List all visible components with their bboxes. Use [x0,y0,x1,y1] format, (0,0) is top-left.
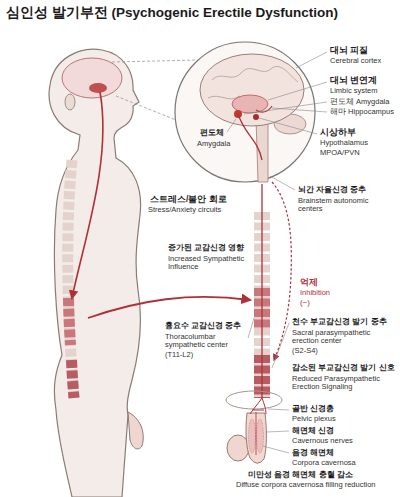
part-label: 대뇌 피질 [330,46,368,55]
brain-small [62,58,122,98]
genital-outline [128,412,143,449]
leader-lines [296,52,327,68]
part-label: 해면체 신경 [292,427,334,436]
part-label: 스트레스/불안 회로 [150,195,227,204]
cavernous-nerve [256,412,257,455]
part-label: Diffuse corpora cavernosa filling reduct… [236,481,376,489]
part-label: 증가된 교감신경 영향 [168,244,244,253]
zoom-lines [112,60,199,62]
spine-left [68,160,74,398]
part-label: Limbic system [330,87,378,95]
zoom-lines [116,96,176,120]
part-label: Thoracolumbar sympathetic center [165,333,245,350]
brain-inset [175,42,315,182]
part-label: (S2-S4) [292,347,318,355]
leader-lines [266,431,289,432]
penis-shaft [246,413,266,463]
inset-circle [175,42,315,182]
part-label: 천수 부교감신경 발기 중추 [292,318,387,327]
part-label: Amygdala [197,140,230,148]
part-label: Hypothalamus [320,139,368,147]
ear [65,94,75,110]
part-label: (T11-L2) [165,351,193,359]
body-outline [49,49,141,497]
part-label: 뇌간 자율신경 중추 [298,186,366,195]
leader-lines [272,323,289,368]
gyri [212,67,298,82]
pelvis [226,391,282,409]
corpus-cavernosum [249,419,256,453]
part-label: Increased Sympathetic Influence [168,255,256,272]
leader-lines [248,318,254,338]
pelvic-plexus [250,398,266,414]
limbic-pathway [238,114,262,160]
part-label: 해마 Hippocampus [330,108,394,116]
leader-lines [270,176,295,190]
part-label: 감소된 부교감신경 발기 신호 [292,364,395,373]
part-label: Sacral parasympathetic erection center [292,329,392,346]
part-label: 음경 해면체 [292,449,334,458]
part-label: Inhibition [300,289,330,297]
thoracolumbar-segment [69,298,71,345]
stress-pathway [72,92,103,298]
vertebrae [68,160,74,398]
part-label: Reduced Parasympathetic Erection Signali… [292,375,392,392]
leader-lines [268,409,289,410]
brainstem [256,118,268,182]
inhibition-arrow [272,182,291,360]
part-label: 대뇌 변연계 [330,76,377,85]
spinal-cord [261,184,262,398]
pelvic-organs [226,391,282,463]
sacral-segment [72,360,75,398]
part-label: 시상하부 [320,128,356,137]
limbic-small [89,83,107,93]
leader-lines [263,446,289,453]
spine-right [262,184,263,398]
part-label: Corpora cavernosa [292,459,356,467]
part-label: Pelvic plexus [292,415,336,423]
part-label: 미만성 음경 해면체 충혈 감소 [248,471,353,480]
part-label: 골반 신경총 [292,405,334,414]
part-label: MPOA/PVN [320,149,360,157]
part-label: Cerebral cortex [330,57,381,65]
leader-lines [272,108,327,112]
part-label: 흉요수 교감신경 중추 [165,322,241,331]
diagram-title: 심인성 발기부전 (Psychogenic Erectile Dysfuncti… [6,6,338,21]
body-figure [49,49,143,497]
leader-lines [259,118,317,134]
leader-lines [227,52,327,453]
part-label: 억제 [300,278,318,287]
part-label: (−) [300,299,310,308]
sympathetic-arrow [88,297,250,318]
nerve-pathways [72,92,291,360]
corpus-cavernosum [257,419,264,453]
leader-lines [227,119,236,132]
part-label: 편도체 Amygdala [330,98,389,106]
part-label: 편도체 [200,129,224,138]
part-label: Brainstem autonomic centers [298,197,390,214]
leader-lines [268,82,327,100]
leader-lines [244,102,327,114]
part-label: Cavernous nerves [292,437,353,445]
hypothalamus-dot [253,114,259,120]
cerebrum [200,54,304,126]
part-label: Stress/Anxiety circuits [148,206,221,214]
